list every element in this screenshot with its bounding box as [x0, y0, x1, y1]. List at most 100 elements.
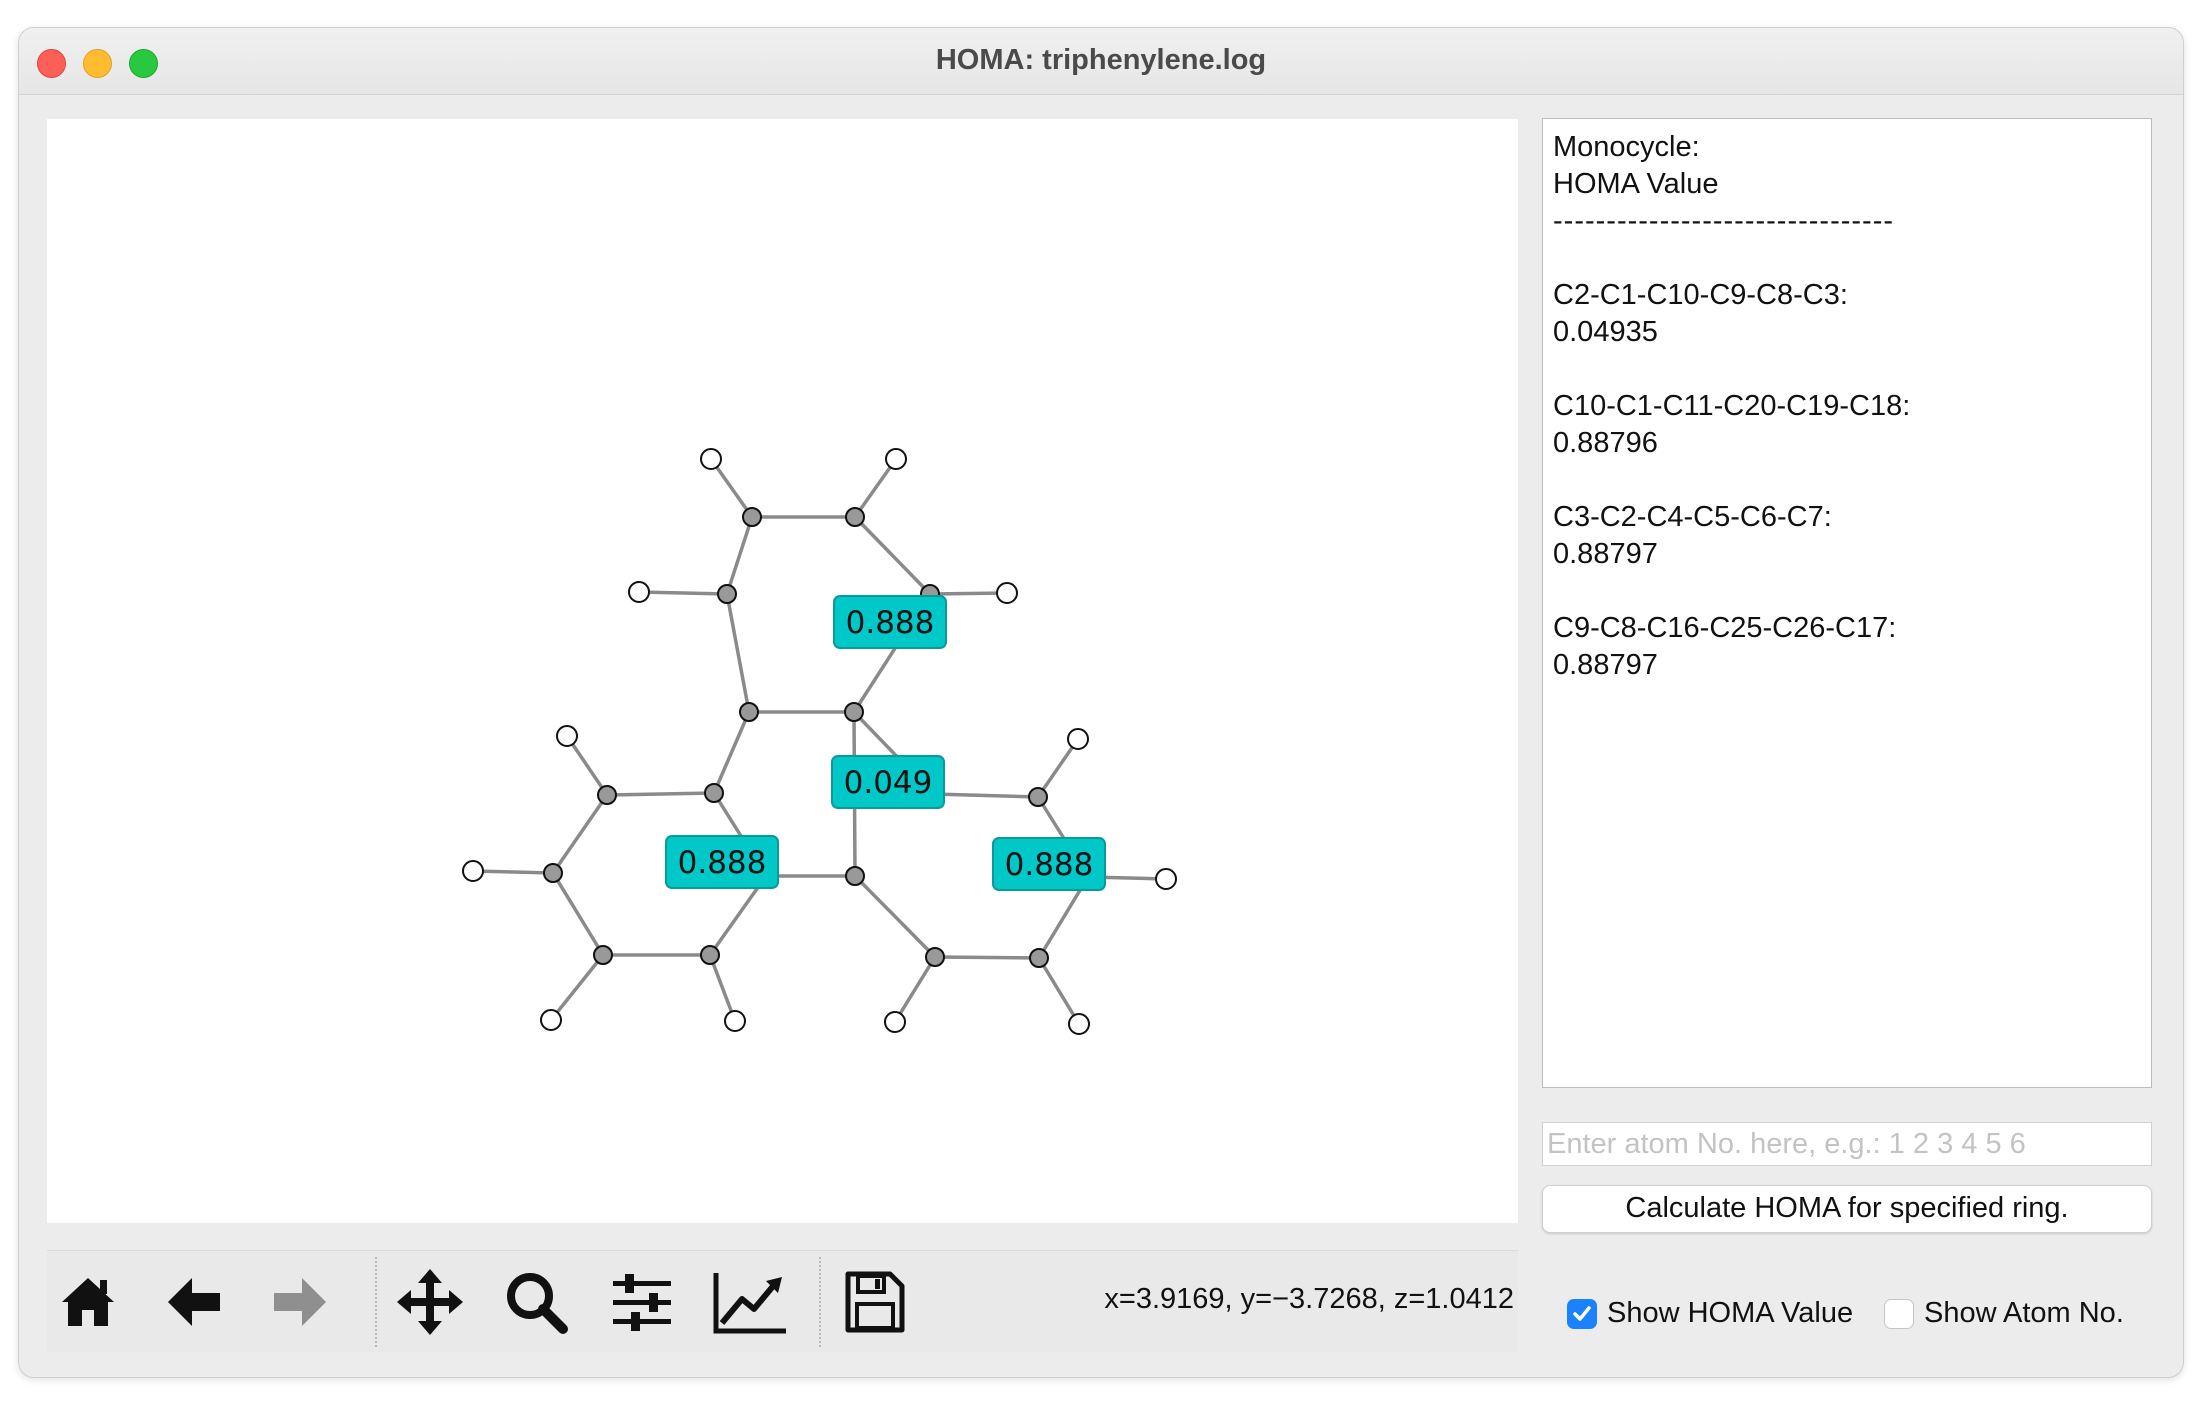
results-separator: -------------------------------- [1553, 205, 1895, 237]
homa-value-label: 0.888 [665, 835, 779, 889]
hydrogen-atom [628, 581, 650, 603]
save-icon [845, 1271, 905, 1333]
bond [565, 734, 609, 797]
calculate-homa-button[interactable]: Calculate HOMA for specified ring. [1542, 1185, 2152, 1233]
homa-results-panel: Monocycle: HOMA Value ------------------… [1542, 118, 2152, 1088]
hydrogen-atom [1067, 728, 1089, 750]
carbon-atom [1028, 787, 1048, 807]
ring-value: 0.04935 [1553, 316, 1658, 348]
carbon-atom [925, 947, 945, 967]
atom-number-input[interactable] [1542, 1122, 2152, 1166]
bond [928, 591, 1009, 596]
bond [853, 874, 937, 959]
bond [471, 869, 555, 875]
bond [725, 515, 754, 596]
bond [549, 953, 605, 1022]
zoom-button[interactable] [497, 1263, 575, 1341]
carbon-atom [597, 785, 617, 805]
minimize-window-button[interactable] [83, 49, 112, 78]
carbon-atom [1029, 948, 1049, 968]
bond [1037, 956, 1081, 1026]
title-bar: HOMA: triphenylene.log [19, 28, 2183, 95]
ring-name: C3-C2-C4-C5-C6-C7: [1553, 501, 1832, 533]
carbon-atom [844, 702, 864, 722]
bond [853, 515, 932, 596]
show-atom-no-checkbox[interactable]: Show Atom No. [1884, 1297, 2124, 1330]
carbon-atom [717, 584, 737, 604]
bond [709, 457, 754, 519]
save-figure-button[interactable] [835, 1263, 913, 1341]
bond [708, 874, 768, 957]
zoom-icon [507, 1273, 568, 1334]
checkbox-checked-icon[interactable] [1567, 1298, 1597, 1329]
ring-name: C10-C1-C11-C20-C19-C18: [1553, 390, 1911, 422]
hydrogen-atom [996, 582, 1018, 604]
bond [933, 955, 1041, 960]
hydrogen-atom [885, 448, 907, 470]
configure-subplots-button[interactable] [603, 1263, 681, 1341]
show-atom-no-label: Show Atom No. [1924, 1297, 2124, 1329]
carbon-atom [739, 702, 759, 722]
bond [853, 457, 898, 519]
svg-text:0.888: 0.888 [846, 605, 935, 641]
bond [725, 592, 751, 714]
back-button[interactable] [155, 1263, 233, 1341]
hydrogen-atom [540, 1009, 562, 1031]
bond [551, 871, 605, 957]
toolbar-separator [819, 1257, 821, 1347]
results-header-monocycle: Monocycle: [1553, 131, 1700, 163]
configure-subplots-icon [613, 1274, 671, 1331]
home-button[interactable] [49, 1263, 127, 1341]
show-homa-checkbox[interactable]: Show HOMA Value [1567, 1297, 1853, 1330]
ring-name: C2-C1-C10-C9-C8-C3: [1553, 279, 1848, 311]
homa-value-label: 0.888 [833, 595, 947, 649]
ring-value: 0.88797 [1553, 649, 1658, 681]
carbon-atom [700, 945, 720, 965]
forward-button[interactable] [261, 1263, 339, 1341]
forward-arrow-icon [274, 1278, 326, 1326]
pan-icon [397, 1269, 463, 1335]
pan-button[interactable] [391, 1263, 469, 1341]
hydrogen-atom [884, 1011, 906, 1033]
svg-text:0.888: 0.888 [1005, 847, 1094, 883]
bond [605, 791, 716, 797]
ring-name: C9-C8-C16-C25-C26-C17: [1553, 612, 1897, 644]
ring-value: 0.88797 [1553, 538, 1658, 570]
close-window-button[interactable] [37, 49, 66, 78]
bond [551, 793, 609, 875]
maximize-window-button[interactable] [129, 49, 158, 78]
molecule-plot-canvas[interactable]: 0.888 0.049 0.888 0.888 [47, 119, 1518, 1223]
home-icon [62, 1278, 114, 1326]
bond [708, 953, 737, 1023]
checkbox-unchecked-icon[interactable] [1884, 1298, 1914, 1329]
hydrogen-atom [1155, 868, 1177, 890]
ring-value: 0.88796 [1553, 427, 1658, 459]
carbon-atom [704, 783, 724, 803]
plot-toolbar: x=3.9169, y=−3.7268, z=1.0412 [47, 1250, 1518, 1352]
svg-text:0.049: 0.049 [844, 765, 933, 801]
homa-value-label: 0.888 [992, 837, 1106, 891]
edit-axis-button[interactable] [711, 1263, 789, 1341]
svg-text:0.888: 0.888 [678, 845, 767, 881]
hydrogen-atom [1068, 1013, 1090, 1035]
bond [637, 590, 729, 596]
edit-axis-icon [713, 1273, 786, 1334]
bond [1036, 737, 1080, 799]
bond [893, 955, 937, 1024]
window-title: HOMA: triphenylene.log [935, 44, 1267, 76]
molecule-plot[interactable]: 0.888 0.049 0.888 0.888 [47, 119, 1518, 1223]
cursor-coordinates: x=3.9169, y=−3.7268, z=1.0412 [1104, 1283, 1514, 1315]
carbon-atom [742, 507, 762, 527]
bond [712, 710, 751, 795]
toolbar-separator [375, 1257, 377, 1347]
bond [931, 792, 1040, 799]
hydrogen-atom [700, 448, 722, 470]
carbon-atom [593, 945, 613, 965]
results-header-homa: HOMA Value [1553, 168, 1719, 200]
hydrogen-atom [724, 1010, 746, 1032]
carbon-atom [845, 866, 865, 886]
carbon-atom [543, 863, 563, 883]
show-homa-label: Show HOMA Value [1607, 1297, 1854, 1329]
back-arrow-icon [168, 1278, 220, 1326]
